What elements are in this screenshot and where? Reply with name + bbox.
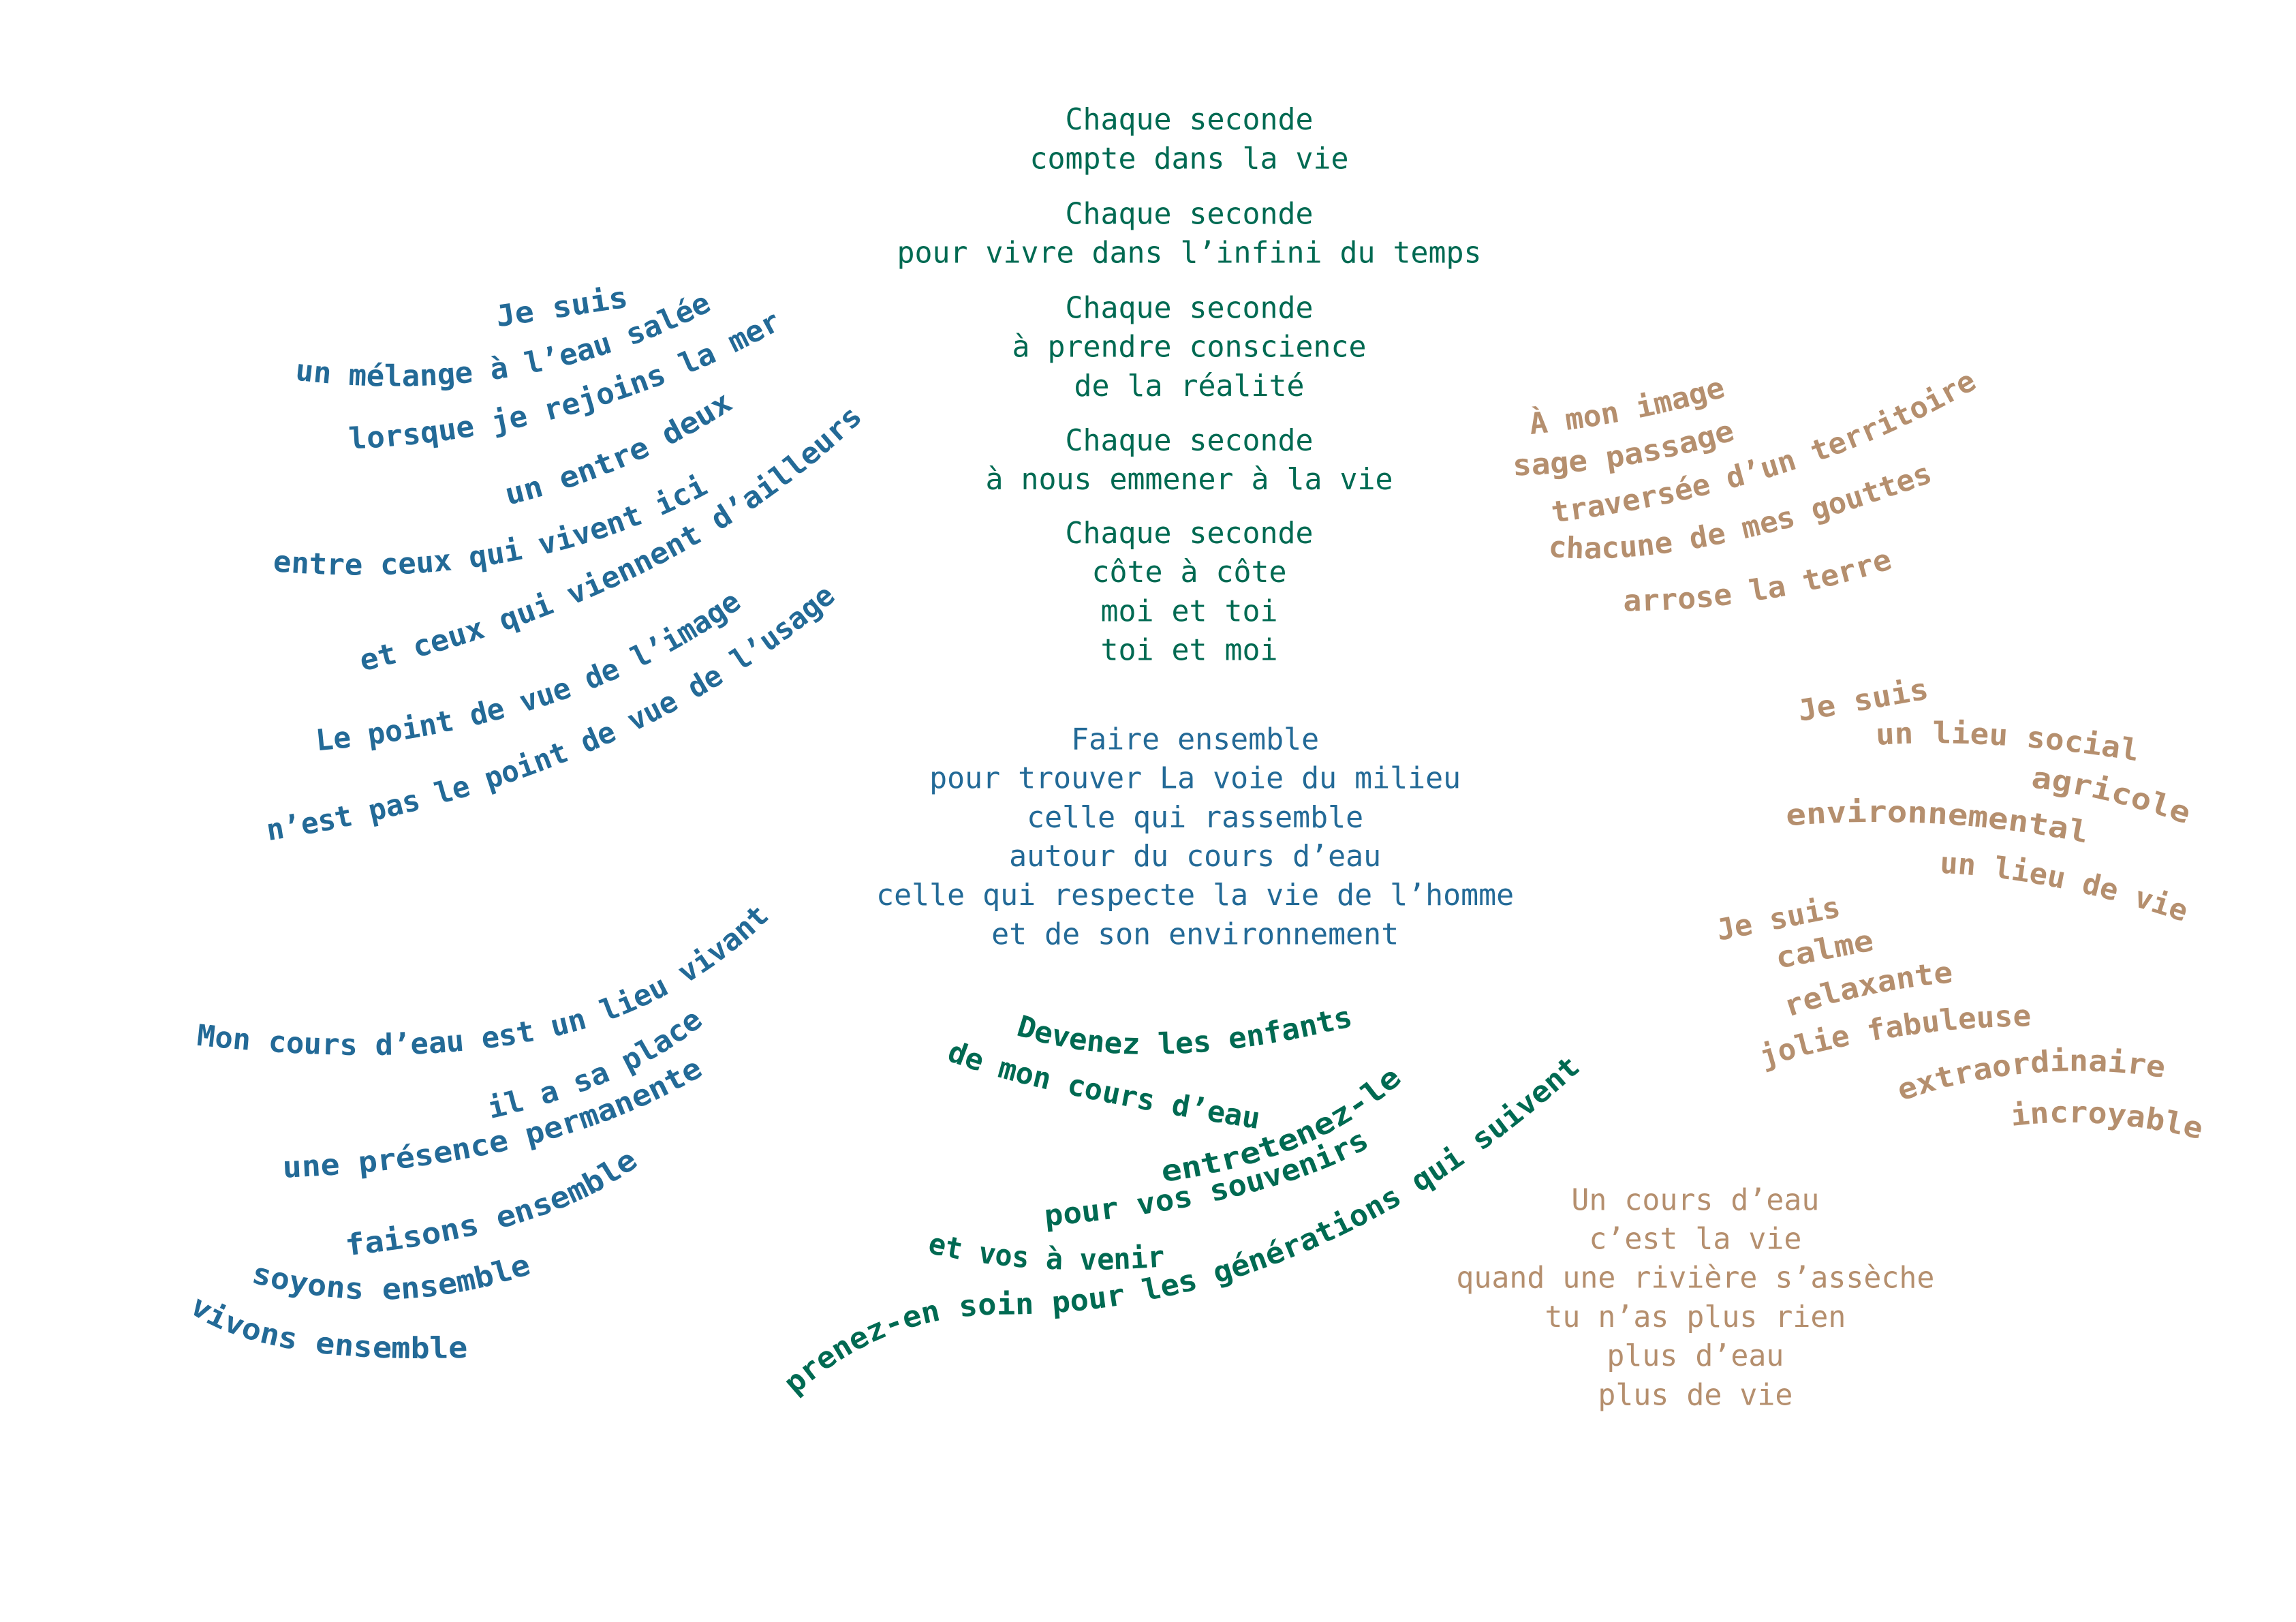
poem-line: toi et moi <box>1100 634 1277 668</box>
curved-line-text: incroyable <box>2009 1096 2207 1146</box>
curved-line-text: environnemental <box>1784 795 2091 851</box>
curved-poem-line: un lieu social <box>1875 716 2142 768</box>
poem-line: pour vivre dans l’infini du temps <box>897 236 1481 271</box>
poem-line: plus de vie <box>1598 1378 1793 1412</box>
poem-line: Un cours d’eau <box>1571 1183 1819 1217</box>
curved-poem-line: environnemental <box>1784 795 2091 851</box>
curved-line-text: un lieu de vie <box>1939 846 2192 929</box>
poem-line: de la réalité <box>1074 369 1304 403</box>
curved-line-text: un lieu social <box>1875 716 2142 768</box>
curved-line-text: Devenez les enfants <box>1013 1000 1355 1062</box>
poem-line: moi et toi <box>1100 594 1277 628</box>
curved-poem-line: et vos à venir <box>925 1227 1166 1277</box>
poem-line: Faire ensemble <box>1071 722 1319 756</box>
poem-line: Chaque seconde <box>1065 517 1313 551</box>
poem-line: Chaque seconde <box>1065 103 1313 137</box>
poem-line: et de son environnement <box>991 917 1399 951</box>
poem-line: plus d’eau <box>1607 1339 1784 1373</box>
poem-line: à prendre conscience <box>1012 331 1366 365</box>
poem-line: Chaque seconde <box>1065 424 1313 458</box>
poem-line: c’est la vie <box>1589 1223 1801 1257</box>
poem-line: compte dans la vie <box>1029 142 1348 176</box>
curved-poem-line: incroyable <box>2009 1096 2207 1146</box>
curved-poem-line: un lieu de vie <box>1939 846 2192 929</box>
poem-line: celle qui rassemble <box>1027 801 1363 835</box>
poem-line: Chaque seconde <box>1065 197 1313 231</box>
poem-line: quand une rivière s’assèche <box>1456 1261 1934 1296</box>
poem-line: à nous emmener à la vie <box>985 463 1393 497</box>
poem-line: pour trouver La voie du milieu <box>929 762 1461 796</box>
poem-line: autour du cours d’eau <box>1009 840 1381 874</box>
poem-line: celle qui respecte la vie de l’homme <box>876 878 1514 913</box>
poem-line: côte à côte <box>1091 555 1286 590</box>
curved-poem-line: Devenez les enfants <box>1013 1000 1355 1062</box>
poem-line: tu n’as plus rien <box>1545 1300 1846 1334</box>
poem-line: Chaque seconde <box>1065 291 1313 325</box>
curved-line-text: et vos à venir <box>925 1227 1166 1277</box>
